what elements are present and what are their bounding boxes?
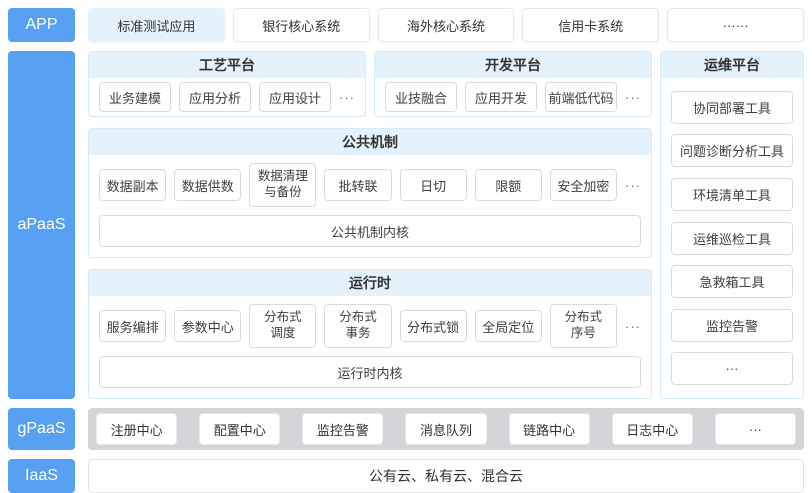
gpaas-item: 监控告警 bbox=[302, 413, 384, 445]
app-item-bank-core[interactable]: 银行核心系统 bbox=[232, 8, 370, 42]
apaas-left-column: 工艺平台 业务建模 应用分析 应用设计 ··· 开发平台 业技融合 bbox=[88, 51, 652, 399]
gpaas-layer: gPaaS 注册中心 配置中心 监控告警 消息队列 链路中心 日志中心 ··· bbox=[8, 408, 804, 450]
app-item-overseas-core[interactable]: 海外核心系统 bbox=[377, 8, 515, 42]
dev-item: 前端低代码 bbox=[545, 82, 617, 112]
runtime-kernel: 运行时内核 bbox=[99, 356, 641, 388]
ops-item: 运维巡检工具 bbox=[671, 221, 793, 255]
runtime-item: 参数中心 bbox=[174, 310, 242, 342]
iaas-cloud-box: 公有云、私有云、混合云 bbox=[88, 459, 804, 493]
gpaas-item-more: ··· bbox=[714, 413, 796, 445]
runtime-title: 运行时 bbox=[89, 270, 651, 296]
runtime-item: 分布式 事务 bbox=[324, 304, 392, 348]
gpaas-item: 消息队列 bbox=[405, 413, 487, 445]
app-items: 标准测试应用 银行核心系统 海外核心系统 信用卡系统 ······ bbox=[88, 8, 804, 42]
app-item-more[interactable]: ······ bbox=[667, 8, 804, 42]
architecture-diagram: APP 标准测试应用 银行核心系统 海外核心系统 信用卡系统 ······ aP… bbox=[8, 8, 804, 493]
craft-platform-title: 工艺平台 bbox=[89, 52, 365, 78]
dev-platform-panel: 开发平台 业技融合 应用开发 前端低代码 ··· bbox=[374, 51, 652, 117]
ops-platform-panel: 运维平台 协同部署工具 问题诊断分析工具 环境清单工具 运维巡检工具 急救箱工具… bbox=[660, 51, 804, 399]
gpaas-item: 注册中心 bbox=[96, 413, 178, 445]
craft-platform-items: 业务建模 应用分析 应用设计 ··· bbox=[89, 78, 365, 116]
runtime-items: 服务编排 参数中心 分布式 调度 分布式 事务 分布式锁 全局定位 分布式 序号… bbox=[99, 304, 641, 348]
craft-more-ellipsis: ··· bbox=[339, 89, 355, 105]
common-mechanism-panel: 公共机制 数据副本 数据供数 数据清理 与备份 批转联 日切 限额 安全加密 ·… bbox=[88, 128, 652, 258]
apaas-layer: aPaaS 工艺平台 业务建模 应用分析 应用设计 ··· bbox=[8, 51, 804, 399]
craft-item: 应用分析 bbox=[179, 82, 251, 112]
ops-item: 环境清单工具 bbox=[671, 177, 793, 211]
runtime-item: 分布式锁 bbox=[399, 310, 467, 342]
app-layer: APP 标准测试应用 银行核心系统 海外核心系统 信用卡系统 ······ bbox=[8, 8, 804, 42]
mechanism-item: 批转联 bbox=[324, 169, 392, 201]
runtime-body: 服务编排 参数中心 分布式 调度 分布式 事务 分布式锁 全局定位 分布式 序号… bbox=[89, 296, 651, 398]
runtime-item: 全局定位 bbox=[474, 310, 542, 342]
runtime-more-ellipsis: ··· bbox=[624, 318, 641, 334]
gpaas-item: 配置中心 bbox=[199, 413, 281, 445]
dev-item: 业技融合 bbox=[385, 82, 457, 112]
craft-platform-panel: 工艺平台 业务建模 应用分析 应用设计 ··· bbox=[88, 51, 366, 117]
dev-platform-title: 开发平台 bbox=[375, 52, 651, 78]
gpaas-band: 注册中心 配置中心 监控告警 消息队列 链路中心 日志中心 ··· bbox=[88, 408, 804, 450]
ops-platform-title: 运维平台 bbox=[661, 52, 803, 78]
mechanism-item: 日切 bbox=[399, 169, 467, 201]
app-item-credit-card[interactable]: 信用卡系统 bbox=[522, 8, 660, 42]
dev-platform-items: 业技融合 应用开发 前端低代码 ··· bbox=[375, 78, 651, 116]
ops-item: 协同部署工具 bbox=[671, 90, 793, 124]
iaas-layer: IaaS 公有云、私有云、混合云 bbox=[8, 459, 804, 493]
common-mechanism-title: 公共机制 bbox=[89, 129, 651, 155]
mechanism-item: 数据供数 bbox=[174, 169, 242, 201]
app-item-standard-test[interactable]: 标准测试应用 bbox=[88, 8, 225, 42]
runtime-panel: 运行时 服务编排 参数中心 分布式 调度 分布式 事务 分布式锁 全局定位 分布… bbox=[88, 269, 652, 399]
mechanism-item: 数据副本 bbox=[99, 169, 167, 201]
craft-item: 业务建模 bbox=[99, 82, 171, 112]
runtime-item: 服务编排 bbox=[99, 310, 167, 342]
mechanism-more-ellipsis: ··· bbox=[624, 177, 641, 193]
ops-item: 监控告警 bbox=[671, 308, 793, 342]
ops-item-more: ··· bbox=[671, 352, 793, 386]
dev-more-ellipsis: ··· bbox=[625, 89, 641, 105]
mechanism-item: 安全加密 bbox=[549, 169, 617, 201]
apaas-layer-label: aPaaS bbox=[8, 51, 75, 399]
dev-item: 应用开发 bbox=[465, 82, 537, 112]
app-layer-label: APP bbox=[8, 8, 75, 42]
gpaas-layer-label: gPaaS bbox=[8, 408, 75, 450]
gpaas-item: 链路中心 bbox=[508, 413, 590, 445]
ops-item: 急救箱工具 bbox=[671, 265, 793, 299]
platform-panels-row: 工艺平台 业务建模 应用分析 应用设计 ··· 开发平台 业技融合 bbox=[88, 51, 652, 117]
common-mechanism-items: 数据副本 数据供数 数据清理 与备份 批转联 日切 限额 安全加密 ··· bbox=[99, 163, 641, 207]
common-mechanism-body: 数据副本 数据供数 数据清理 与备份 批转联 日切 限额 安全加密 ··· 公共… bbox=[89, 155, 651, 257]
mechanism-item: 数据清理 与备份 bbox=[249, 163, 317, 207]
ops-platform-items: 协同部署工具 问题诊断分析工具 环境清单工具 运维巡检工具 急救箱工具 监控告警… bbox=[661, 78, 803, 398]
mechanism-item: 限额 bbox=[474, 169, 542, 201]
gpaas-item: 日志中心 bbox=[611, 413, 693, 445]
craft-item: 应用设计 bbox=[259, 82, 331, 112]
runtime-item: 分布式 序号 bbox=[549, 304, 617, 348]
common-mechanism-kernel: 公共机制内核 bbox=[99, 215, 641, 247]
ops-item: 问题诊断分析工具 bbox=[671, 134, 793, 168]
apaas-content: 工艺平台 业务建模 应用分析 应用设计 ··· 开发平台 业技融合 bbox=[88, 51, 804, 399]
iaas-layer-label: IaaS bbox=[8, 459, 75, 493]
runtime-item: 分布式 调度 bbox=[249, 304, 317, 348]
